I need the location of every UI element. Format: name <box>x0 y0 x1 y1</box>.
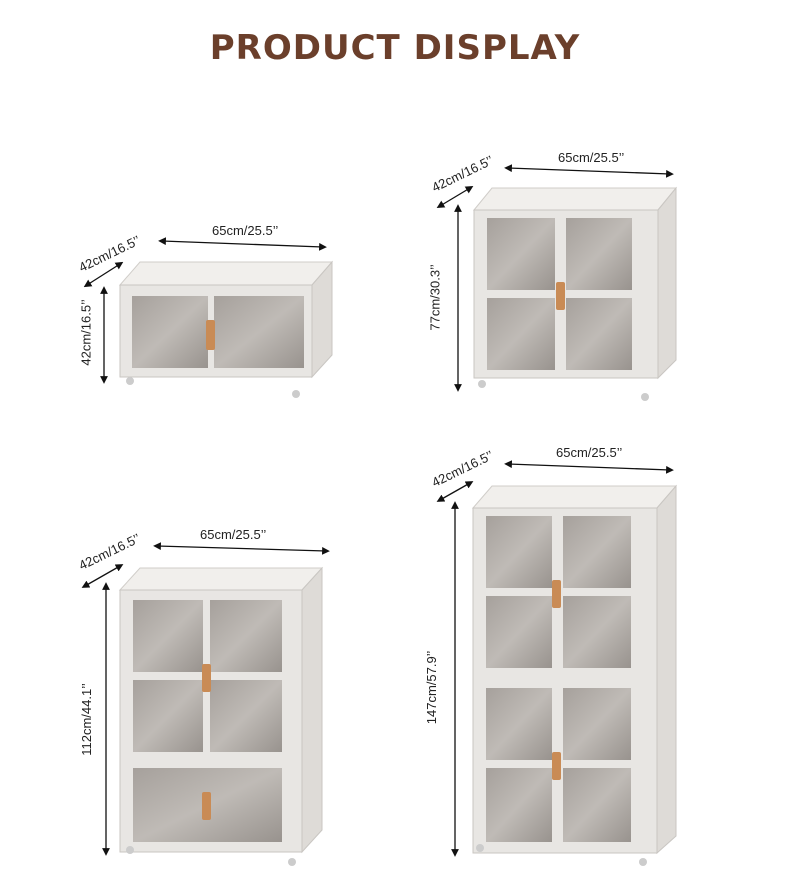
small-width-label: 65cm/25.5’’ <box>212 223 279 238</box>
cabinet-large <box>118 566 324 866</box>
cabinet-xlarge <box>471 484 678 866</box>
cabinet-small <box>118 260 334 398</box>
medium-width-label: 65cm/25.5’’ <box>558 150 625 165</box>
xlarge-height-label: 147cm/57.9’’ <box>424 650 440 725</box>
large-width-label: 65cm/25.5’’ <box>200 527 267 542</box>
page-title: PRODUCT DISPLAY <box>209 28 581 68</box>
small-height-label: 42cm/16.5’’ <box>78 299 94 366</box>
xlarge-width-label: 65cm/25.5’’ <box>556 445 623 460</box>
medium-height-label: 77cm/30.3’’ <box>427 264 443 331</box>
large-height-label: 112cm/44.1’’ <box>78 683 94 756</box>
cabinet-medium <box>472 186 678 401</box>
